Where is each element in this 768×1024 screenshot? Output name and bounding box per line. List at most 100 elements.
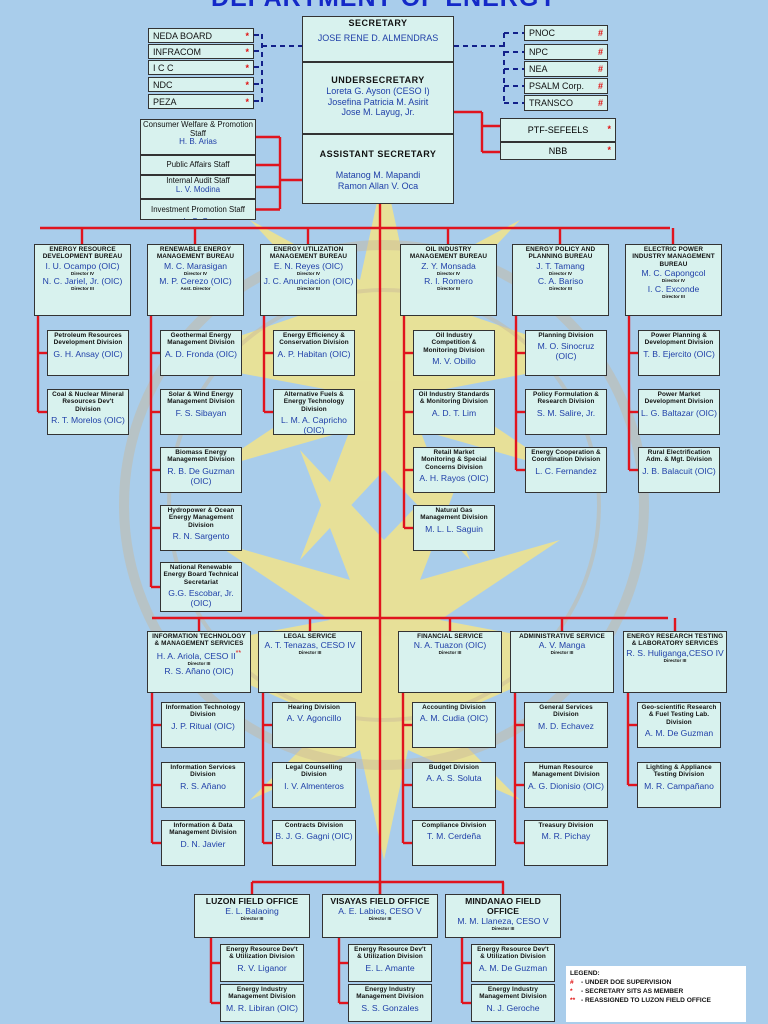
agency-box[interactable]: PEZA*: [148, 94, 254, 109]
division-box[interactable]: Energy Resource Dev't & Utilization Divi…: [348, 944, 432, 982]
division-title: Energy Resource Dev't & Utilization Divi…: [477, 946, 549, 961]
agency-box[interactable]: NPC#: [524, 44, 608, 60]
service-box-rank: Director III: [298, 650, 322, 656]
bureau-box-title: ENERGY POLICY AND PLANNING BUREAU: [525, 246, 596, 261]
division-box[interactable]: Petroleum Resources Development Division…: [47, 330, 129, 376]
division-box[interactable]: Oil Industry Standards & Monitoring Divi…: [413, 389, 495, 435]
bureau-box[interactable]: ELECTRIC POWER INDUSTRY MANAGEMENT BUREA…: [625, 244, 722, 316]
agency-box[interactable]: PSALM Corp.#: [524, 78, 608, 94]
division-box[interactable]: Coal & Nuclear Mineral Resources Dev't D…: [47, 389, 129, 435]
division-box[interactable]: Oil Industry Competition & Monitoring Di…: [413, 330, 495, 376]
division-box[interactable]: Rural Electrification Adm. & Mgt. Divisi…: [638, 447, 720, 493]
agency-box[interactable]: I C C*: [148, 60, 254, 75]
bureau-box-head: J. C. Anunciacion (OIC): [263, 276, 354, 286]
ptf-box[interactable]: NBB*: [500, 142, 616, 160]
division-box[interactable]: National Renewable Energy Board Technica…: [160, 562, 242, 612]
division-head: I. V. Almenteros: [284, 780, 344, 791]
division-box[interactable]: Energy Cooperation & Coordination Divisi…: [525, 447, 607, 493]
field-office-box-title: LUZON FIELD OFFICE: [205, 896, 299, 906]
division-head: M. R. Campañano: [644, 780, 714, 791]
division-box[interactable]: Alternative Fuels & Energy Technology Di…: [273, 389, 355, 435]
division-box[interactable]: Energy Resource Dev't & Utilization Divi…: [471, 944, 555, 982]
division-box[interactable]: Geo-scientific Research & Fuel Testing L…: [637, 702, 721, 748]
agency-box[interactable]: INFRACOM*: [148, 44, 254, 59]
bureau-box-rank: Director IV: [436, 270, 461, 276]
reassigned-mark: **: [235, 648, 242, 657]
division-box[interactable]: Energy Resource Dev't & Utilization Divi…: [220, 944, 304, 982]
division-head: R. S. Añano: [180, 780, 226, 791]
division-head: A. V. Agoncillo: [286, 713, 342, 724]
bureau-box-rank: Director III: [549, 286, 572, 292]
ptf-label: NBB: [548, 146, 568, 156]
division-title: Energy Resource Dev't & Utilization Divi…: [226, 946, 298, 961]
service-box-title: ADMINISTRATIVE SERVICE: [519, 633, 605, 640]
bureau-box-rank: Director III: [437, 286, 460, 292]
bureau-box-title: ENERGY UTILIZATION MANAGEMENT BUREAU: [269, 246, 348, 261]
ptf-box[interactable]: PTF-SEFEELS*: [500, 118, 616, 142]
division-box[interactable]: Retail Market Monitoring & Special Conce…: [413, 447, 495, 493]
agency-box[interactable]: NEDA BOARD*: [148, 28, 254, 43]
agency-box[interactable]: TRANSCO#: [524, 95, 608, 111]
division-box[interactable]: Hydropower & Ocean Energy Management Div…: [160, 505, 242, 551]
division-head: M. D. Echavez: [538, 720, 594, 731]
division-box[interactable]: Energy Efficiency & Conservation Divisio…: [273, 330, 355, 376]
service-box[interactable]: ENERGY RESEARCH TESTING & LABORATORY SER…: [623, 631, 727, 693]
division-title: Lighting & Appliance Testing Division: [646, 764, 712, 779]
agency-box[interactable]: NEA#: [524, 61, 608, 77]
division-head: R. N. Sargento: [172, 531, 230, 542]
division-head: S. M. Salire, Jr.: [536, 407, 596, 418]
service-box-head: H. A. Ariola, CESO II**: [150, 648, 248, 661]
head-name: J. T. Tamang: [536, 260, 585, 271]
bureau-box-rank: Director III: [662, 293, 685, 299]
agency-box[interactable]: PNOC#: [524, 25, 608, 41]
bureau-box-title: OIL INDUSTRY MANAGEMENT BUREAU: [409, 246, 488, 261]
service-box[interactable]: INFORMATION TECHNOLOGY & MANAGEMENT SERV…: [147, 631, 251, 693]
spacer: [305, 160, 451, 170]
head-name: N. A. Tuazon (OIC): [413, 640, 487, 651]
staff-box[interactable]: Public Affairs Staff: [140, 155, 256, 175]
agency-box[interactable]: NDC*: [148, 77, 254, 92]
bureau-box-head: I. C. Exconde: [628, 284, 719, 294]
